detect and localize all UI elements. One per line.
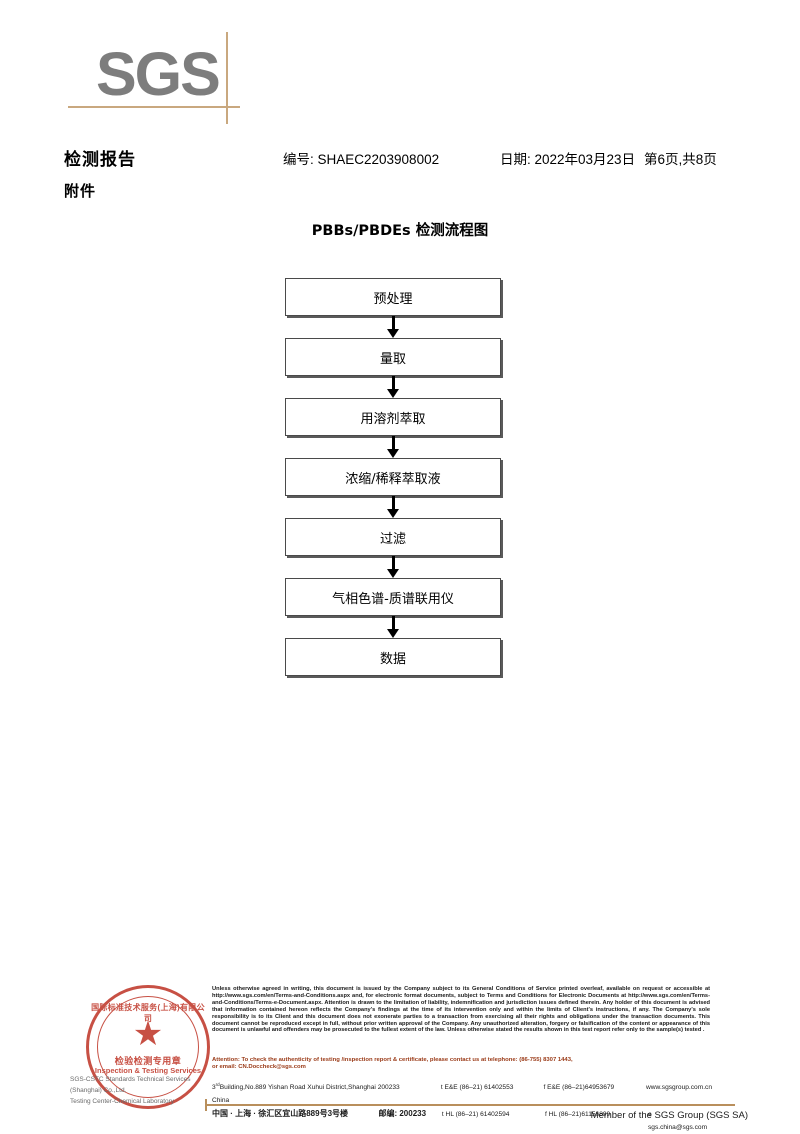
address-en: 3rdBuilding,No.889 Yishan Road Xuhui Dis… — [212, 1082, 376, 1105]
legal-paragraph: Unless otherwise agreed in writing, this… — [212, 986, 710, 1034]
report-date: 日期: 2022年03月23日 — [500, 152, 636, 167]
company-name: SGS-CSTC Standards Technical Services (S… — [70, 1074, 220, 1107]
seal-arc-text: 国际标准技术服务(上海)有限公司 — [91, 1003, 205, 1023]
logo-horizontal-rule — [68, 106, 240, 108]
address-block: 3rdBuilding,No.889 Yishan Road Xuhui Dis… — [212, 1078, 712, 1134]
flow-arrow-2 — [285, 376, 501, 398]
flow-step-1: 预处理 — [285, 278, 501, 316]
address-row-en: 3rdBuilding,No.889 Yishan Road Xuhui Dis… — [212, 1078, 712, 1107]
star-icon: ★ — [132, 1015, 164, 1053]
flow-step-6: 气相色谱-质谱联用仪 — [285, 578, 501, 616]
flow-arrow-5 — [285, 556, 501, 578]
page-number: 第6页,共8页 — [644, 152, 717, 167]
sgs-group-member-note: Member of the SGS Group (SGS SA) — [590, 1110, 748, 1121]
flow-step-2: 量取 — [285, 338, 501, 376]
flowchart-title: PBBs/PBDEs 检测流程图 — [311, 223, 489, 239]
sgs-logo-text: SGS — [96, 40, 221, 108]
flow-step-3: 用溶剂萃取 — [285, 398, 501, 436]
page-title: 检测报告 — [64, 150, 136, 170]
seal-cn-label: 检验检测专用章 — [114, 1056, 182, 1066]
flow-arrow-4 — [285, 496, 501, 518]
attention-line-2: or email: CN.Doccheck@sgs.com — [212, 1064, 306, 1071]
flow-step-5: 过滤 — [285, 518, 501, 556]
fax-hl: f HL (86–21)61156899 — [544, 1111, 611, 1119]
flow-arrow-1 — [285, 316, 501, 338]
postcode-cn: 邮编: 200233 — [378, 1109, 427, 1119]
attention-notice: Attention: To check the authenticity of … — [212, 1057, 710, 1072]
attachment-label: 附件 — [64, 182, 97, 200]
postcode-en: 200233 — [377, 1084, 400, 1092]
sgs-logo: SGS — [68, 32, 246, 124]
website: www.sgsgroup.com.cn — [646, 1084, 712, 1092]
tel-ee: t E&E (86–21) 61402553 — [440, 1084, 514, 1092]
flow-arrow-6 — [285, 616, 501, 638]
address-row-cn: 中国 · 上海 · 徐汇区宜山路889号3号楼 邮编: 200233 t HL … — [212, 1107, 712, 1134]
attention-line-1: Attention: To check the authenticity of … — [212, 1057, 573, 1063]
legal-disclaimer: Unless otherwise agreed in writing, this… — [212, 986, 710, 1034]
logo-vertical-rule — [226, 32, 228, 124]
flow-step-4: 浓缩/稀释萃取液 — [285, 458, 501, 496]
footer-rule — [205, 1104, 735, 1106]
company-seal-stamp: 国际标准技术服务(上海)有限公司 ★ 检验检测专用章 Inspection & … — [86, 985, 210, 1109]
company-name-line2: Testing Center-Chemical Laboratory — [70, 1098, 175, 1105]
flow-step-7: 数据 — [285, 638, 501, 676]
company-name-line1: SGS-CSTC Standards Technical Services (S… — [70, 1076, 191, 1094]
email: e sgs.china@sgs.com — [647, 1111, 708, 1132]
flow-arrow-3 — [285, 436, 501, 458]
seal-inner-ring — [97, 996, 199, 1098]
flowchart: 预处理 量取 用溶剂萃取 浓缩/稀释萃取液 过滤 气相色谱-质谱联用仪 数据 — [285, 278, 505, 676]
tel-hl: t HL (86–21) 61402594 — [441, 1111, 510, 1119]
fax-ee: f E&E (86–21)64953679 — [543, 1084, 615, 1092]
seal-en-label: Inspection & Testing Services — [94, 1066, 202, 1075]
report-number: 编号: SHAEC2203908002 — [283, 152, 440, 167]
address-cn: 中国 · 上海 · 徐汇区宜山路889号3号楼 — [212, 1109, 349, 1119]
